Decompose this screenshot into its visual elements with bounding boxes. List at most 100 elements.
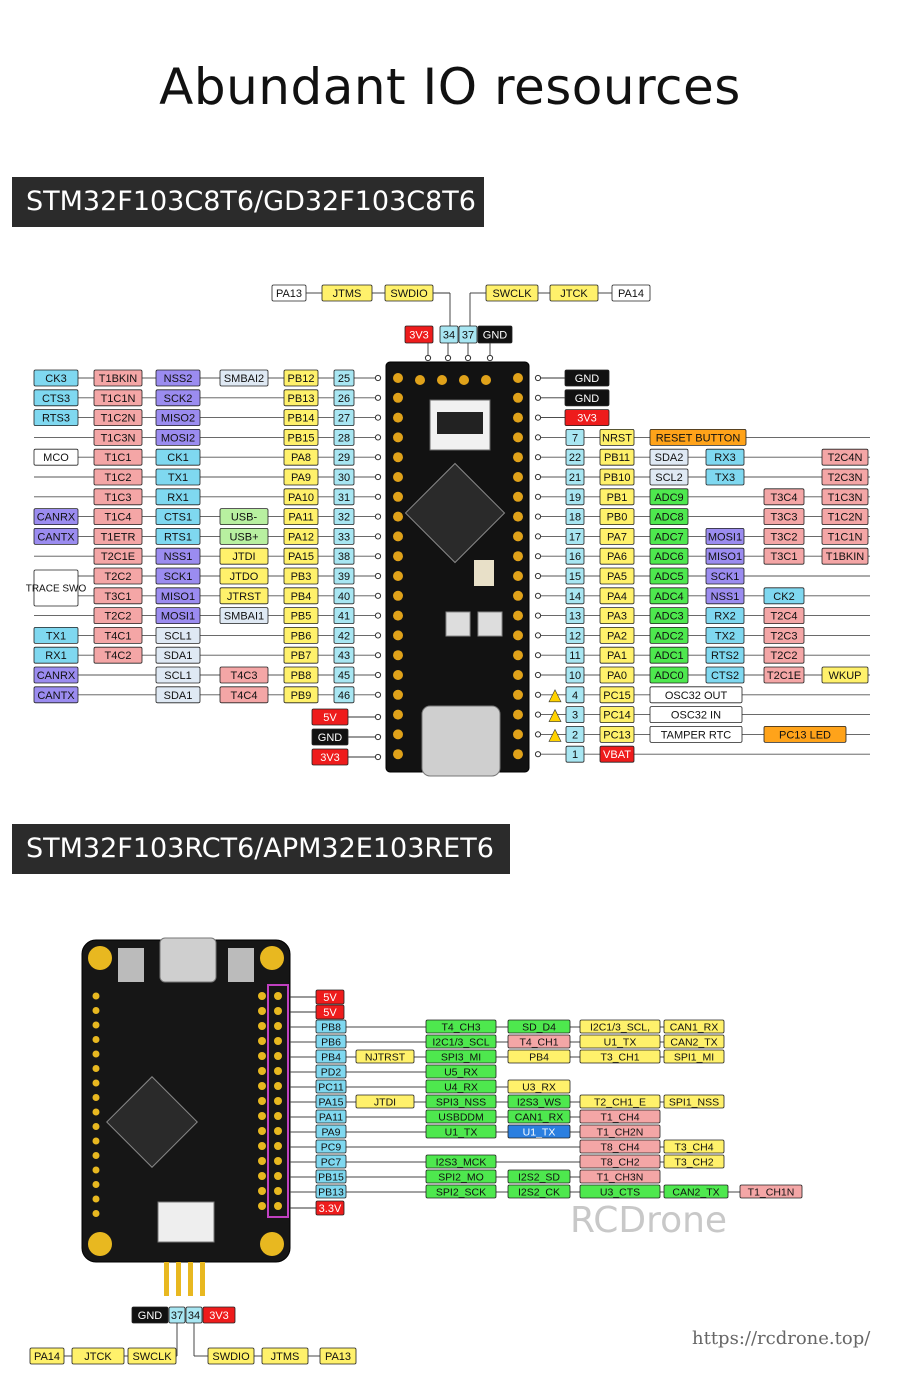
pin-label-text: SCK1 — [164, 571, 193, 583]
pin-label-t1-ch2n: T1_CH2N — [579, 1124, 661, 1139]
pin-label-box — [705, 646, 745, 664]
pad — [513, 432, 523, 443]
pin-dot — [534, 414, 542, 421]
pin-label-text: SWCLK — [132, 1351, 172, 1363]
pin-label-text: T4_CH1 — [519, 1036, 558, 1048]
pin-label-text: PA9 — [321, 1126, 340, 1138]
pin-label-text: JTMS — [271, 1351, 300, 1363]
pad — [513, 610, 523, 621]
pin-label-box — [763, 508, 805, 526]
pad — [274, 1067, 282, 1075]
pin-label-rx1: RX1 — [155, 488, 201, 506]
pin-label-box — [649, 666, 689, 684]
pin-label-osc32-in: OSC32 IN — [649, 706, 743, 723]
pin-label-text: ADC4 — [654, 591, 683, 603]
pin-label-text: ADC8 — [654, 512, 683, 524]
pin-label-adc9: ADC9 — [649, 488, 689, 506]
pin-label-43: 43 — [333, 646, 355, 664]
pin-label-box — [219, 528, 269, 545]
pin-label-pc13: PC13 — [599, 726, 635, 743]
pin-label-text: ADC2 — [654, 630, 683, 642]
pin-label-box — [315, 1094, 347, 1109]
pin-label-box — [33, 508, 79, 526]
pin-label-t3-ch4: T3_CH4 — [663, 1139, 725, 1154]
pin-label-box — [425, 1049, 497, 1064]
pin-dot — [534, 394, 542, 401]
pin-label-pc15: PC15 — [599, 686, 635, 704]
header-pin — [164, 1262, 169, 1296]
pin-label-tx1: TX1 — [33, 627, 79, 644]
pin-label-text: T1C3N — [101, 432, 136, 444]
pin-label-text: SPI1_NSS — [669, 1096, 719, 1108]
pin-label-text: T4C3 — [231, 670, 258, 682]
pin-label-text: 15 — [569, 571, 581, 583]
pin-label-text: CAN1_RX — [670, 1021, 718, 1033]
pad — [393, 392, 403, 403]
pin-label-adc4: ADC4 — [649, 587, 689, 605]
pad — [513, 491, 523, 502]
pin-label-text: PA12 — [288, 531, 314, 543]
pin-label-box — [821, 666, 869, 684]
pin-label-text: 22 — [569, 452, 581, 464]
pin-label-text: 2 — [572, 729, 578, 741]
pin-label-pb15: PB15 — [315, 1169, 347, 1184]
pin-label-text: 3V3 — [209, 1310, 229, 1322]
ffc-connector — [157, 1201, 215, 1243]
pin-label-swclk: SWCLK — [127, 1347, 177, 1365]
pin-label-mosi2: MOSI2 — [155, 428, 201, 446]
pin-label-text: SMBAI1 — [224, 611, 264, 623]
pin-label-box — [739, 1184, 803, 1199]
pin-label-box — [649, 488, 689, 506]
pin-label-u3-rx: U3_RX — [507, 1079, 571, 1094]
pin-label-text: PB11 — [604, 452, 630, 464]
pin-label-box — [333, 409, 355, 427]
pin-label-box — [705, 528, 745, 545]
mount-hole — [88, 1232, 112, 1256]
pin-label-box — [663, 1184, 729, 1199]
pin-label-box — [425, 1169, 497, 1184]
pin-label-box — [93, 627, 143, 644]
pin-label-text: SDA2 — [655, 452, 684, 464]
pin-label-u4-rx: U4_RX — [425, 1079, 497, 1094]
pin-label-tx3: TX3 — [705, 468, 745, 486]
pin-label-pa7: PA7 — [599, 528, 635, 545]
pin-label-box — [155, 448, 201, 466]
pad — [513, 531, 523, 542]
pin-label-t2c3n: T2C3N — [821, 468, 869, 486]
pin-label-text: T8_CH2 — [600, 1156, 639, 1168]
pin-label-box — [155, 646, 201, 664]
pad — [513, 729, 523, 740]
pin-label-text: CK1 — [167, 452, 188, 464]
pin-label-tx1: TX1 — [155, 468, 201, 486]
pin-label-box — [599, 726, 635, 743]
pin-label-adc3: ADC3 — [649, 607, 689, 624]
pin-label-box — [155, 547, 201, 565]
pin-label-text: T2C2 — [105, 611, 132, 623]
pin-label-box — [663, 1034, 725, 1049]
pin-label-text: PA11 — [319, 1111, 343, 1123]
pin-label-text: 29 — [338, 452, 350, 464]
pin-label-text: 3V3 — [577, 413, 597, 425]
pad — [258, 1112, 266, 1120]
pad — [274, 1112, 282, 1120]
pin-label-box — [155, 686, 201, 704]
pin-label-box — [821, 468, 869, 486]
pin-label-t1c1n: T1C1N — [821, 528, 869, 545]
pin-label-text: 13 — [569, 611, 581, 623]
pin-label-pa1: PA1 — [599, 646, 635, 664]
pin-label-box — [93, 567, 143, 585]
pin-label-box — [219, 567, 269, 585]
pin-label-box — [565, 567, 585, 585]
pin-label-text: JTDI — [232, 551, 255, 563]
pin-label-text: I2S2_CK — [518, 1186, 560, 1198]
pin-label-text: ADC7 — [654, 531, 683, 543]
pin-label-box — [333, 389, 355, 407]
pin-label-text: SWDIO — [390, 288, 428, 300]
pin-label-box — [599, 607, 635, 624]
pin-label-box — [283, 607, 319, 624]
pin-dot — [534, 513, 542, 520]
pin-dot — [424, 354, 432, 362]
pin-label-pc9: PC9 — [315, 1139, 347, 1154]
pin-label-box — [663, 1154, 725, 1169]
pin-label-scl2: SCL2 — [649, 468, 689, 486]
